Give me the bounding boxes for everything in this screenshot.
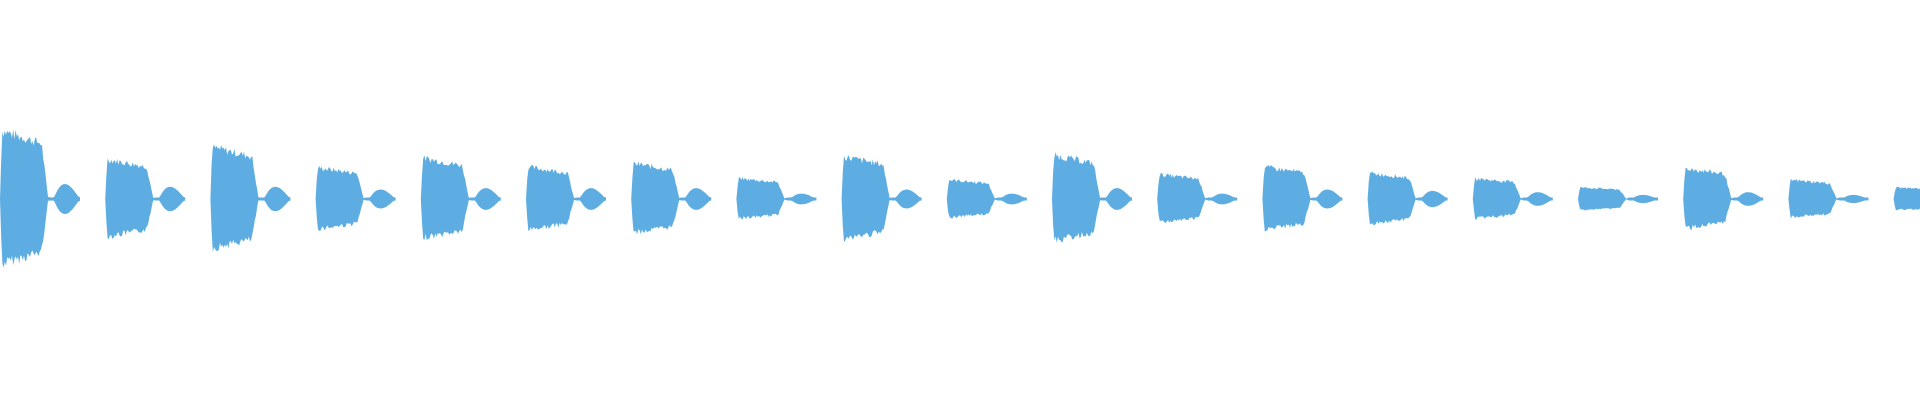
waveform-burst [315, 165, 396, 231]
waveform-burst [841, 155, 922, 243]
waveform-burst [105, 158, 186, 240]
waveform-burst [1157, 172, 1238, 223]
waveform-burst [1262, 165, 1343, 232]
waveform-burst [1052, 152, 1132, 243]
waveform-burst [736, 177, 817, 220]
waveform-burst [1578, 186, 1658, 211]
waveform-bursts [0, 129, 1920, 268]
waveform-burst [1683, 167, 1764, 230]
waveform-burst [631, 161, 712, 235]
waveform-burst [1472, 176, 1553, 220]
waveform-burst [1893, 186, 1920, 211]
waveform-burst [1367, 171, 1448, 225]
waveform-burst [1788, 178, 1869, 219]
waveform-burst [210, 144, 291, 253]
waveform-burst [420, 155, 501, 241]
waveform-burst [526, 165, 606, 231]
waveform-burst [946, 179, 1027, 219]
waveform-burst [0, 129, 80, 268]
